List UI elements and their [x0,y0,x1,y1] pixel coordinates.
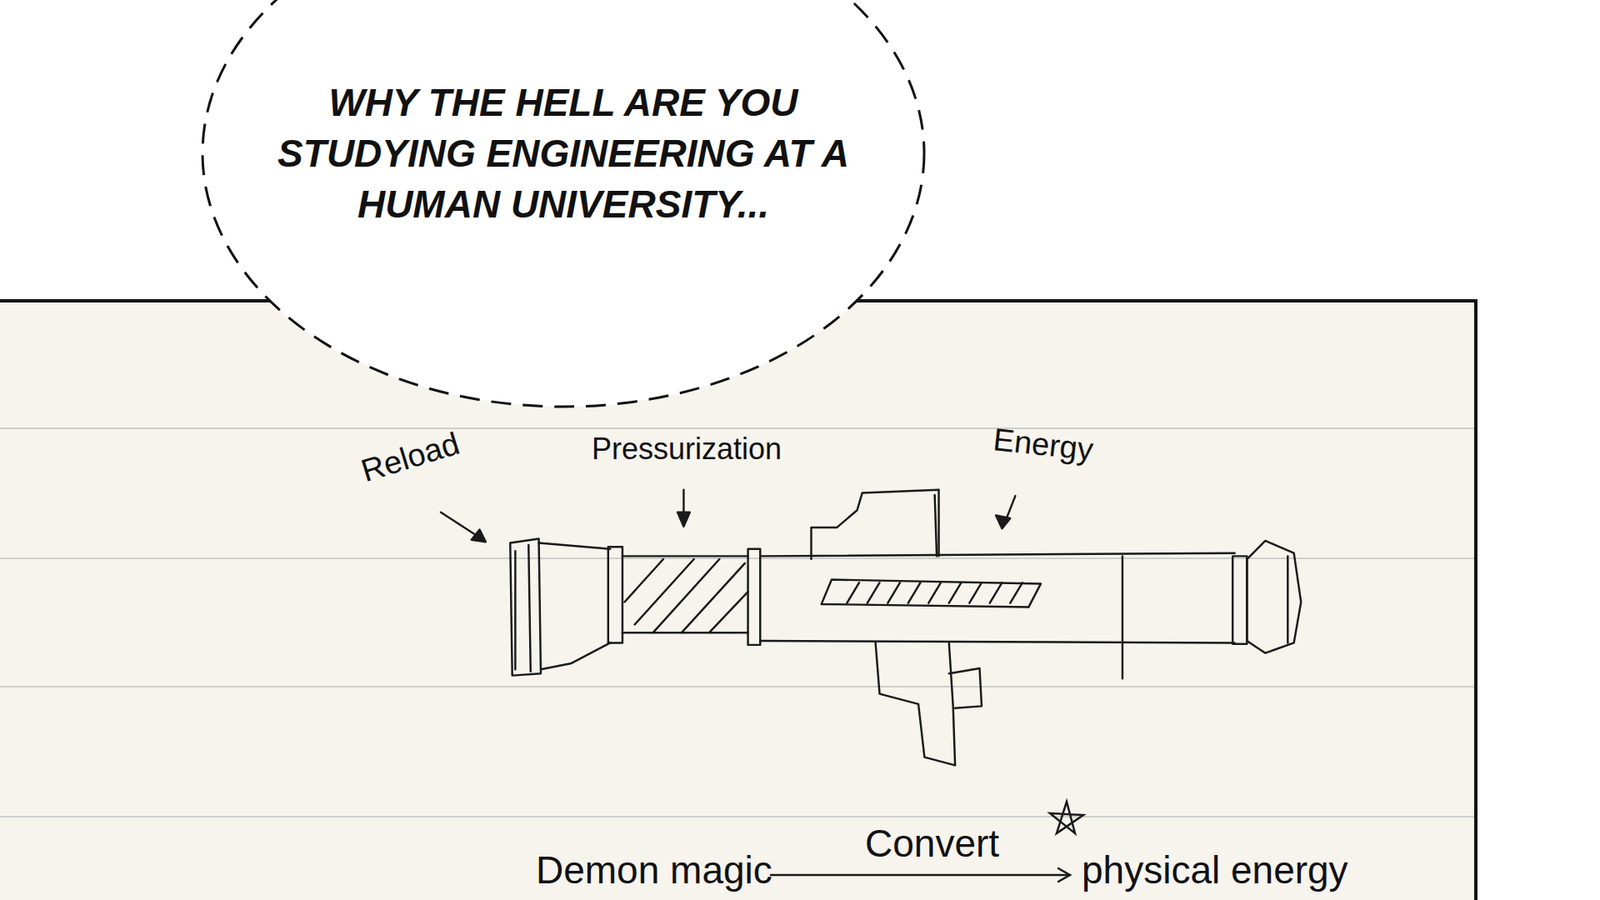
speech-text: WHY THE HELL ARE YOU STUDYING ENGINEERIN… [238,77,889,230]
note-text: physical energy [1081,848,1349,893]
note-text: Demon magic [535,848,773,893]
slot-hatch [846,582,860,603]
launcher-sketch [440,490,1301,766]
slot-hatch [990,582,1003,603]
star-doodle [1050,801,1084,834]
panel-frame [0,300,1476,900]
slot-hatch [908,582,921,603]
slot-hatch [1010,582,1023,603]
slot-hatch [949,582,962,603]
part-label: Pressurization [591,431,782,466]
note-text: Convert [865,821,1000,866]
convert-arrow [770,801,1084,882]
bubble-ellipse [202,0,925,407]
ruled-lines [0,428,1475,817]
speech-bubble: WHY THE HELL ARE YOU STUDYING ENGINEERIN… [200,0,926,409]
slot-hatch [887,582,900,603]
slot-hatch [928,582,941,603]
slot-hatch [969,582,982,603]
slot-hatch [867,582,880,603]
